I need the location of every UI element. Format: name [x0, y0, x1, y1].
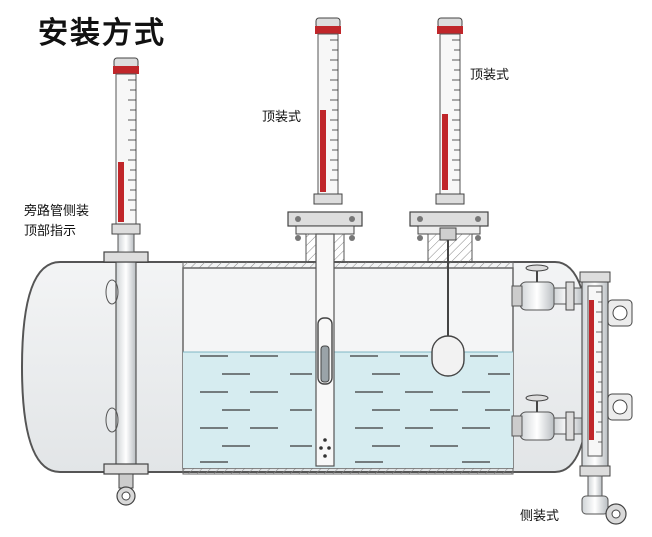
label-top-mount-1: 顶装式: [262, 110, 302, 125]
top-mount-gauge-2: [409, 17, 489, 377]
label-side-mount: 侧装式: [520, 509, 560, 524]
label-bypass-line-1: 旁路管侧装: [24, 204, 90, 219]
label-top-mount-2: 顶装式: [470, 68, 510, 83]
tank: [20, 261, 592, 475]
liquid-wave-lines: [200, 355, 510, 463]
top-mount-gauge-1: [287, 17, 363, 467]
label-bypass-line-2: 顶部指示: [24, 224, 77, 239]
page-title: 安装方式: [38, 16, 166, 51]
bypass-level-gauge: [103, 57, 149, 506]
side-mount-gauge: [511, 264, 633, 525]
